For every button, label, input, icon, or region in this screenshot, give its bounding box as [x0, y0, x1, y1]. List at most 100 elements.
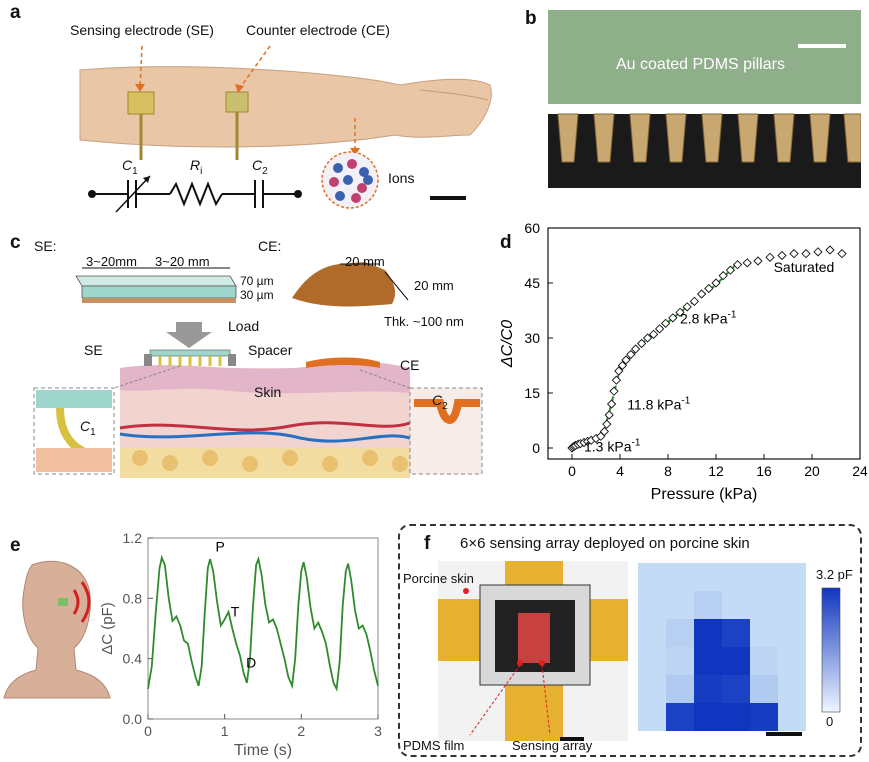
heatmap-cell	[778, 619, 806, 647]
sem-image	[548, 10, 861, 188]
ri-symbol: Ri	[190, 157, 203, 177]
ce-title: CE:	[258, 238, 282, 254]
skin-label: Skin	[254, 384, 282, 400]
heatmap-cell	[722, 647, 750, 675]
x-tick-label: 8	[664, 463, 672, 479]
ce-thk: Thk. ~100 nm	[384, 314, 464, 329]
sensing-array-label: Sensing array	[512, 738, 593, 753]
y-tick-label: 0.0	[123, 711, 143, 727]
data-point	[753, 256, 763, 266]
panel-a-figure	[79, 45, 492, 213]
se-label: Sensing electrode (SE)	[70, 22, 214, 38]
x-tick-label: 2	[297, 723, 305, 739]
heatmap-cell	[778, 703, 806, 731]
fit-line	[571, 262, 739, 449]
data-point	[825, 245, 835, 255]
panel-c-figure	[33, 262, 483, 478]
data-point	[801, 249, 811, 259]
colorbar-min: 0	[826, 714, 834, 729]
heatmap-cell	[778, 563, 806, 591]
data-point	[689, 296, 700, 306]
data-point	[648, 329, 659, 339]
wave-annotation: P	[215, 539, 224, 555]
y-tick-label: 15	[524, 385, 540, 401]
data-point	[696, 289, 707, 299]
signal-line	[147, 554, 379, 692]
heatmap-cell	[666, 563, 694, 591]
x-tick-label: 24	[852, 463, 868, 479]
heatmap-cell	[722, 591, 750, 619]
pdms-film-label: PDMS film	[403, 738, 465, 753]
chart-annotation: 1.3 kPa-1	[584, 438, 641, 455]
sem-caption: Au coated PDMS pillars	[616, 56, 785, 73]
data-point	[742, 258, 752, 268]
panel-label-a: a	[10, 2, 21, 23]
heatmap-cell	[750, 675, 778, 703]
data-point	[654, 324, 665, 334]
y-tick-label: 0	[532, 440, 540, 456]
heatmap-cell	[722, 619, 750, 647]
colorbar	[821, 587, 841, 713]
data-point	[668, 313, 678, 323]
data-point	[604, 410, 614, 420]
heatmap-cell	[694, 647, 722, 675]
data-point	[725, 265, 736, 275]
data-point	[611, 375, 622, 385]
x-tick-label: 3	[374, 723, 382, 739]
ce-dim2: 20 mm	[414, 278, 454, 293]
heatmap-cell	[778, 675, 806, 703]
porcine-skin-label: Porcine skin	[403, 571, 474, 586]
porcine-photo	[438, 561, 628, 741]
heatmap-cell	[750, 703, 778, 731]
heatmap-cell	[638, 619, 666, 647]
data-point	[732, 260, 743, 270]
heatmap-cell	[750, 563, 778, 591]
heatmap-cell	[666, 591, 694, 619]
ce-label: Counter electrode (CE)	[246, 22, 390, 38]
heatmap-cell	[722, 703, 750, 731]
colorbar-max: 3.2 pF	[816, 567, 853, 582]
heatmap-cell	[666, 703, 694, 731]
x-tick-label: 16	[756, 463, 772, 479]
se-dim1: 3~20mm	[86, 254, 137, 269]
heatmap-cell	[722, 563, 750, 591]
data-point	[630, 344, 641, 354]
heatmap-cell	[638, 563, 666, 591]
data-point	[602, 419, 612, 429]
y-tick-label: 60	[524, 220, 540, 236]
c1-symbol: C1	[122, 157, 138, 177]
data-point	[599, 426, 610, 437]
heatmap-cell	[694, 619, 722, 647]
heatmap-cell	[722, 675, 750, 703]
data-point	[660, 318, 671, 328]
heatmap-cell	[666, 619, 694, 647]
y-axis-label: ΔC (pF)	[100, 602, 116, 655]
se-dim2: 3~20 mm	[155, 254, 210, 269]
spacer-label: Spacer	[248, 342, 293, 358]
data-point	[626, 349, 636, 360]
x-tick-label: 4	[616, 463, 624, 479]
panel-f-frame	[398, 524, 862, 757]
heatmap-cell	[694, 591, 722, 619]
y-tick-label: 30	[524, 330, 540, 346]
y-tick-label: 45	[524, 275, 540, 291]
c2-symbol: C2	[252, 157, 268, 177]
data-point	[813, 247, 823, 257]
data-point	[642, 333, 653, 343]
chart-annotation: 2.8 kPa-1	[680, 309, 737, 326]
data-point	[704, 283, 714, 294]
heatmap-cell	[694, 703, 722, 731]
y-tick-label: 0.8	[123, 590, 143, 606]
x-tick-label: 1	[221, 723, 229, 739]
ce-callout: CE	[400, 357, 420, 373]
data-point	[765, 252, 775, 262]
head-figure	[3, 560, 111, 699]
load-label: Load	[228, 318, 260, 334]
data-point	[636, 338, 647, 349]
se-title: SE:	[34, 238, 57, 254]
se-thk2: 30 µm	[240, 288, 274, 302]
ce-dim1: 20 mm	[345, 254, 385, 269]
wave-annotation: D	[246, 655, 256, 671]
se-callout: SE	[84, 342, 103, 358]
chart-annotation: 11.8 kPa-1	[627, 396, 691, 413]
